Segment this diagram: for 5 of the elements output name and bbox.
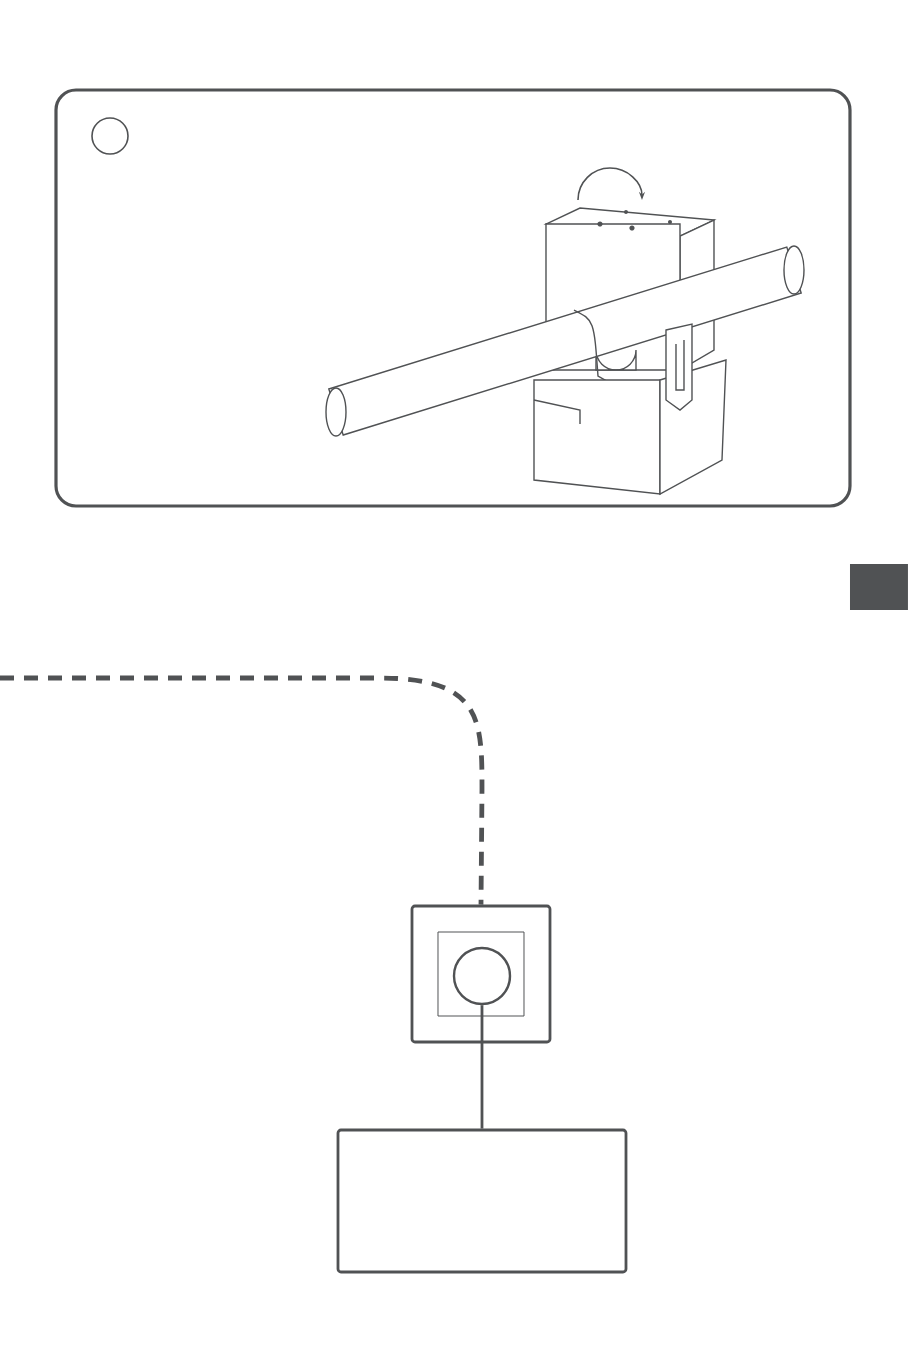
cable (0, 675, 485, 905)
device-box (336, 1128, 628, 1274)
socket-circle (452, 946, 512, 1006)
cable (480, 1005, 484, 1129)
socket (410, 904, 552, 1044)
